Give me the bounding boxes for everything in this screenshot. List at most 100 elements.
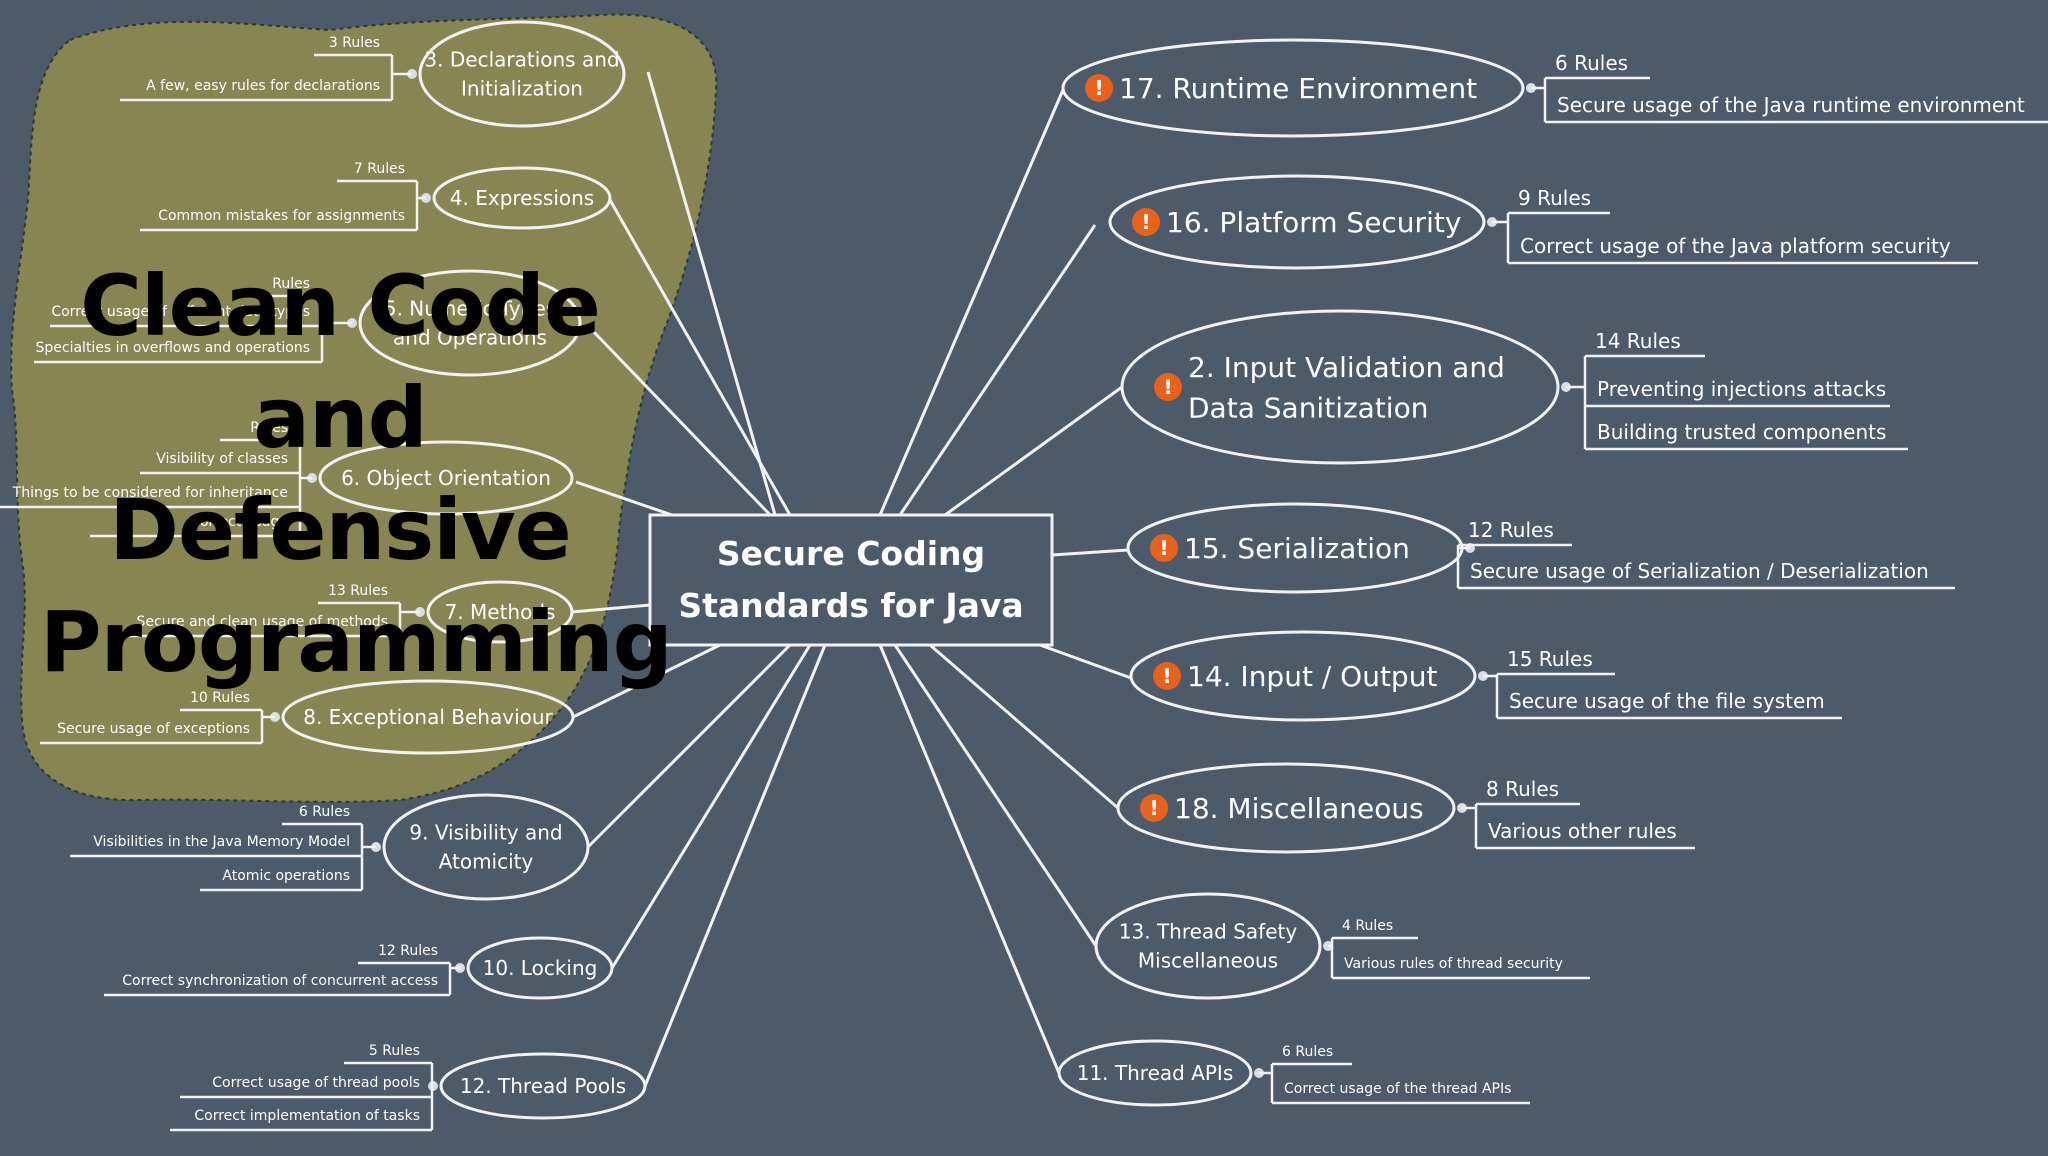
topic-ellipse[interactable] [418, 20, 626, 128]
detail-text: Building trusted components [1597, 420, 1886, 444]
overlay-title-line: and Defensive [109, 369, 572, 579]
branch-line [878, 644, 1061, 1074]
detail-text: Secure and clean usage of methods [137, 614, 388, 630]
rules-count: 5 Rules [369, 1043, 420, 1059]
branch-line [893, 644, 1098, 947]
topic-label: 11. Thread APIs [1077, 1061, 1234, 1085]
topic-label: 15. Serialization [1184, 532, 1410, 565]
detail-text: Visibilities in the Java Memory Model [93, 834, 350, 850]
detail-text: Secure usage of exceptions [57, 721, 250, 737]
topic-ellipse[interactable] [318, 440, 574, 516]
exclamation-mark: ! [1094, 76, 1103, 100]
branch-line [575, 480, 673, 517]
rules-count: 3 Rules [329, 35, 380, 51]
topic-ellipse[interactable] [1061, 38, 1525, 138]
topic-label: Data Sanitization [1188, 391, 1428, 424]
topic-label: 14. Input / Output [1187, 660, 1437, 693]
topic-ellipse[interactable] [1120, 309, 1560, 465]
detail-text: Correct synchronization of concurrent ac… [122, 973, 438, 989]
topic-ellipse[interactable] [1094, 892, 1322, 1000]
rules-count: 10 Rules [190, 690, 250, 706]
branch-line [643, 644, 827, 1087]
topic-ellipse[interactable] [358, 269, 582, 377]
detail-text: Correct usage [190, 514, 288, 530]
detail-text: Atomic operations [222, 868, 350, 884]
topic-label: 18. Miscellaneous [1174, 792, 1424, 825]
detail-text: Correct usage of different data types [51, 304, 310, 320]
branch-line [610, 644, 812, 969]
topic-label: 5. Numeric Types [384, 297, 556, 321]
topic-label: 10. Locking [483, 956, 598, 980]
topic-ellipse[interactable] [1116, 762, 1456, 854]
overlay-title-line: Clean Code [80, 257, 601, 355]
topic-ellipse[interactable] [382, 793, 590, 901]
topic-ellipse[interactable] [1129, 630, 1477, 722]
branch-line [572, 643, 721, 719]
topic-ellipse[interactable] [439, 1052, 647, 1120]
branch-line [944, 385, 1123, 517]
central-topic-line: Standards for Java [678, 586, 1023, 625]
topic-label: 7. Methods [445, 600, 556, 624]
topic-label: 16. Platform Security [1166, 206, 1461, 239]
topic-label: 3. Declarations and [424, 48, 619, 72]
topic-ellipse[interactable] [1057, 1039, 1253, 1107]
topic-ellipse[interactable] [1108, 174, 1486, 270]
branch-line [1039, 643, 1132, 680]
central-topic-box[interactable] [648, 513, 1054, 647]
detail-text: Secure usage of the Java runtime environ… [1557, 93, 2025, 117]
central-topic-line: Secure Coding [717, 534, 985, 573]
topic-label: Miscellaneous [1138, 949, 1278, 973]
topic-label: 4. Expressions [450, 186, 594, 210]
branch-line [586, 643, 792, 849]
exclamation-mark: ! [1159, 536, 1168, 560]
topic-label: Initialization [461, 77, 583, 101]
detail-text: Things to be considered for inheritance [12, 485, 288, 501]
detail-text: A few, easy rules for declarations [146, 78, 380, 94]
branch-line [646, 71, 777, 516]
topic-label: 2. Input Validation and [1188, 351, 1505, 384]
detail-text: Visibility of classes [156, 451, 288, 467]
exclamation-icon [1132, 208, 1160, 236]
overlay-title-line: Programming [40, 593, 673, 691]
detail-text: Correct implementation of tasks [194, 1108, 420, 1124]
branch-line [571, 603, 651, 614]
topic-label: 12. Thread Pools [460, 1074, 626, 1098]
detail-text: Various other rules [1488, 819, 1677, 843]
detail-text: Secure usage of Serialization / Deserial… [1470, 559, 1929, 583]
topic-ellipse[interactable] [281, 679, 575, 755]
topic-ellipse[interactable] [426, 580, 574, 644]
detail-text: Correct usage of the thread APIs [1284, 1081, 1511, 1097]
exclamation-mark: ! [1162, 664, 1171, 688]
detail-text: Various rules of thread security [1344, 956, 1563, 972]
branch-line [929, 643, 1119, 810]
topic-ellipse[interactable] [432, 166, 612, 230]
detail-text: Preventing injections attacks [1597, 377, 1886, 401]
branch-line [898, 224, 1097, 516]
detail-text: Correct usage of thread pools [212, 1075, 420, 1091]
rules-count: 12 Rules [378, 943, 438, 959]
topic-ellipse[interactable] [466, 936, 614, 1000]
rules-count: 8 Rules [1486, 777, 1559, 801]
rules-count: 14 Rules [1595, 329, 1681, 353]
detail-text: Correct usage of the Java platform secur… [1520, 234, 1951, 258]
exclamation-icon [1140, 794, 1168, 822]
topic-label: 13. Thread Safety [1119, 920, 1298, 944]
